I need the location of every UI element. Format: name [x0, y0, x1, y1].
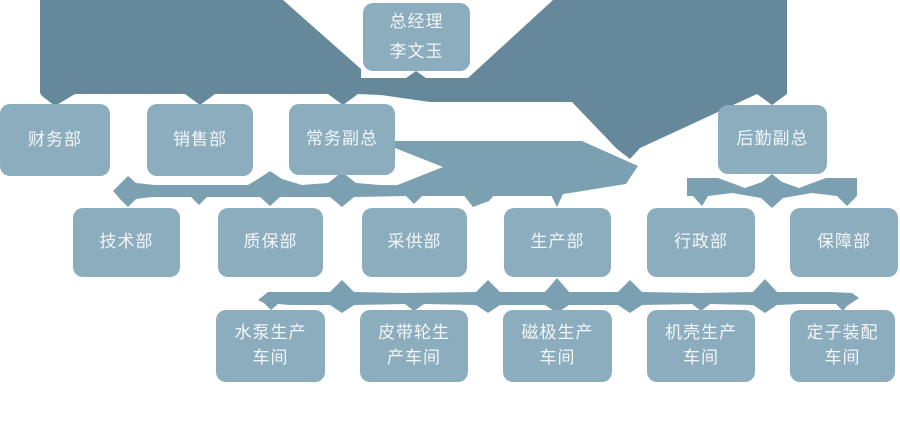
org-node-production-dept[interactable]: 生产部	[504, 208, 611, 277]
connector-level2-level3-left	[113, 171, 560, 207]
connector-level3-level4	[258, 278, 859, 313]
connector-top-dark-mass	[40, 0, 787, 159]
org-node-belt-pulley-workshop[interactable]: 皮带轮生 产车间	[360, 310, 468, 382]
org-node-executive-deputy-gm[interactable]: 常务副总	[289, 104, 395, 175]
org-node-general-manager[interactable]: 总经理 李文玉	[363, 3, 470, 71]
org-node-finance-dept[interactable]: 财务部	[0, 104, 110, 176]
org-node-technology-dept[interactable]: 技术部	[73, 208, 180, 277]
org-node-logistics-deputy-gm[interactable]: 后勤副总	[718, 105, 827, 174]
org-node-sales-dept[interactable]: 销售部	[147, 104, 253, 176]
org-node-stator-assembly-workshop[interactable]: 定子装配 车间	[790, 310, 895, 382]
org-node-administration-dept[interactable]: 行政部	[647, 208, 755, 277]
org-node-magnetic-pole-workshop[interactable]: 磁极生产 车间	[503, 310, 612, 382]
connector-exec-deputy-branch	[395, 141, 638, 207]
org-node-casing-workshop[interactable]: 机壳生产 车间	[647, 310, 755, 382]
org-node-procurement-dept[interactable]: 采供部	[362, 208, 467, 277]
org-node-quality-assurance-dept[interactable]: 质保部	[218, 208, 323, 277]
org-node-support-dept[interactable]: 保障部	[790, 208, 898, 277]
connector-level2-level3-right	[687, 174, 857, 208]
org-node-water-pump-workshop[interactable]: 水泵生产 车间	[216, 310, 325, 382]
